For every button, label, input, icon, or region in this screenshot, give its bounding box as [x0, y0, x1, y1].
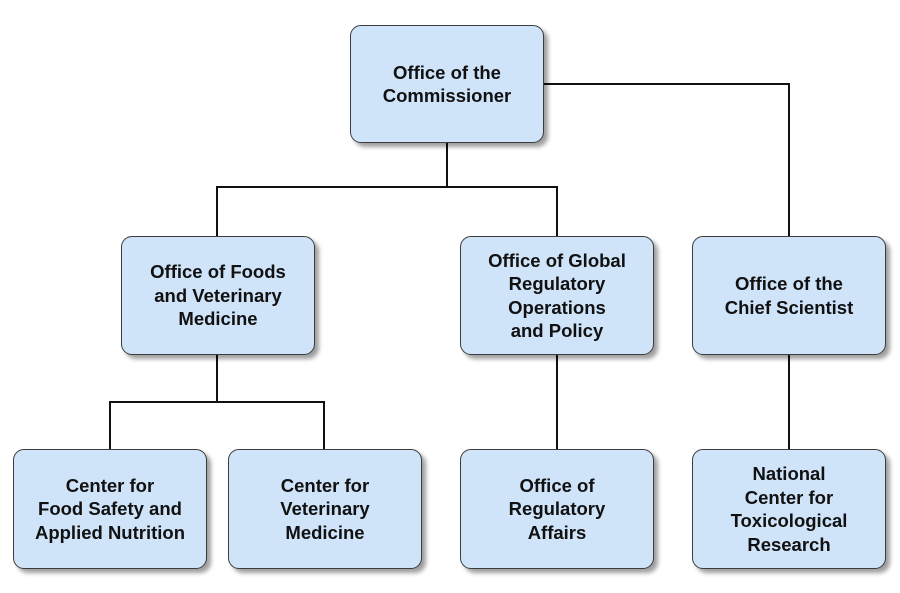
node-label: Office of Foods and Veterinary Medicine — [150, 261, 286, 330]
node-office-of-regulatory-affairs: Office of Regulatory Affairs — [460, 449, 654, 569]
connector-to-global-reg — [556, 186, 558, 236]
node-label: Office of the Commissioner — [382, 61, 512, 107]
connector-commissioner-right — [544, 83, 790, 85]
node-label: Office of the Chief Scientist — [724, 273, 854, 318]
connector-to-chief-scientist — [788, 83, 790, 236]
node-label: Center for Food Safety and Applied Nutri… — [34, 474, 186, 543]
node-center-for-veterinary-medicine: Center for Veterinary Medicine — [228, 449, 422, 569]
connector-chief-scientist-to-nctr — [788, 355, 790, 449]
node-label: Office of Regulatory Affairs — [508, 474, 606, 543]
connector-foods-vet-down — [216, 355, 218, 403]
node-national-center-for-toxicological-research: National Center for Toxicological Resear… — [692, 449, 886, 569]
connector-top-bus — [216, 186, 558, 188]
connector-to-cvm — [323, 401, 325, 449]
connector-to-cfsan — [109, 401, 111, 449]
node-office-of-foods-and-veterinary-medicine: Office of Foods and Veterinary Medicine — [121, 236, 315, 355]
node-center-for-food-safety: Center for Food Safety and Applied Nutri… — [13, 449, 207, 569]
node-label: Center for Veterinary Medicine — [280, 474, 370, 543]
node-office-of-global-regulatory-operations: Office of Global Regulatory Operations a… — [460, 236, 654, 355]
node-label: National Center for Toxicological Resear… — [730, 463, 848, 555]
node-office-of-the-chief-scientist: Office of the Chief Scientist — [692, 236, 886, 355]
connector-commissioner-down — [446, 143, 448, 187]
connector-global-reg-to-ora — [556, 355, 558, 449]
node-office-of-the-commissioner: Office of the Commissioner — [350, 25, 544, 143]
connector-to-foods-vet — [216, 186, 218, 236]
node-label: Office of Global Regulatory Operations a… — [488, 249, 626, 342]
connector-lower-bus — [109, 401, 325, 403]
